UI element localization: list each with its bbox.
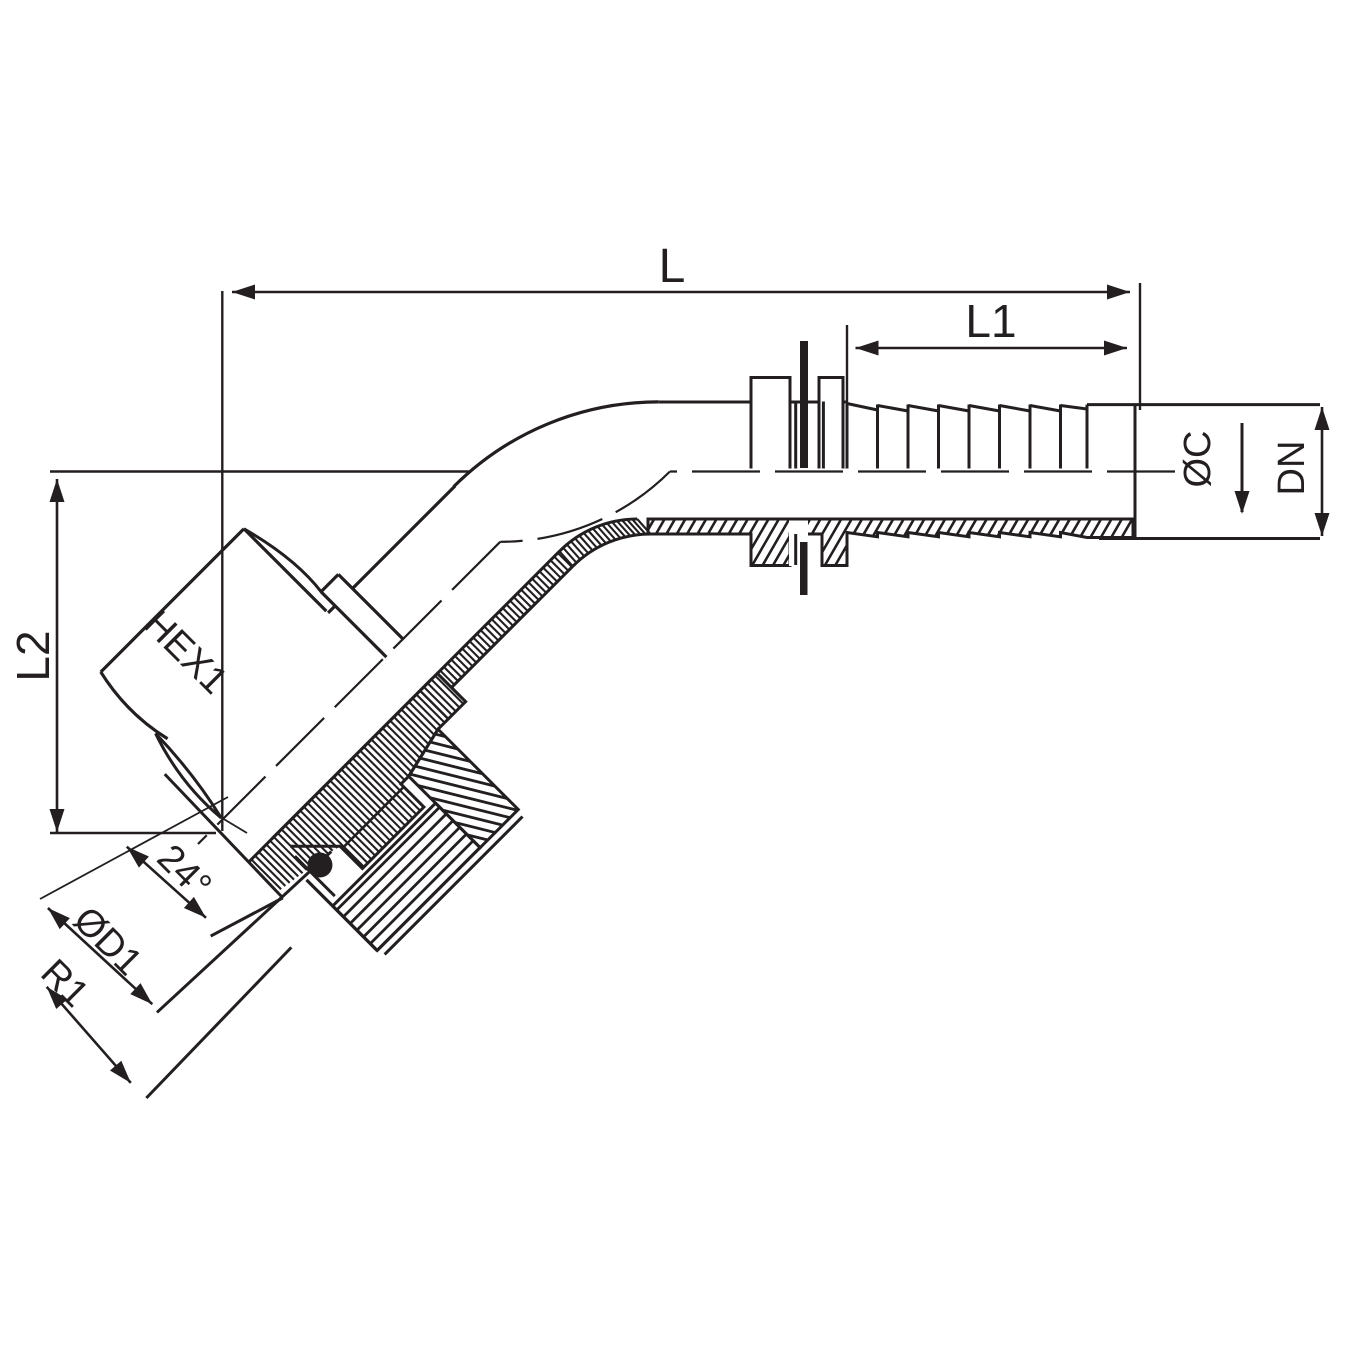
svg-text:ØC: ØC xyxy=(1177,431,1219,488)
svg-text:L2: L2 xyxy=(7,630,59,681)
svg-text:L1: L1 xyxy=(965,295,1016,347)
svg-text:L: L xyxy=(659,240,686,293)
svg-text:DN: DN xyxy=(1271,441,1313,496)
